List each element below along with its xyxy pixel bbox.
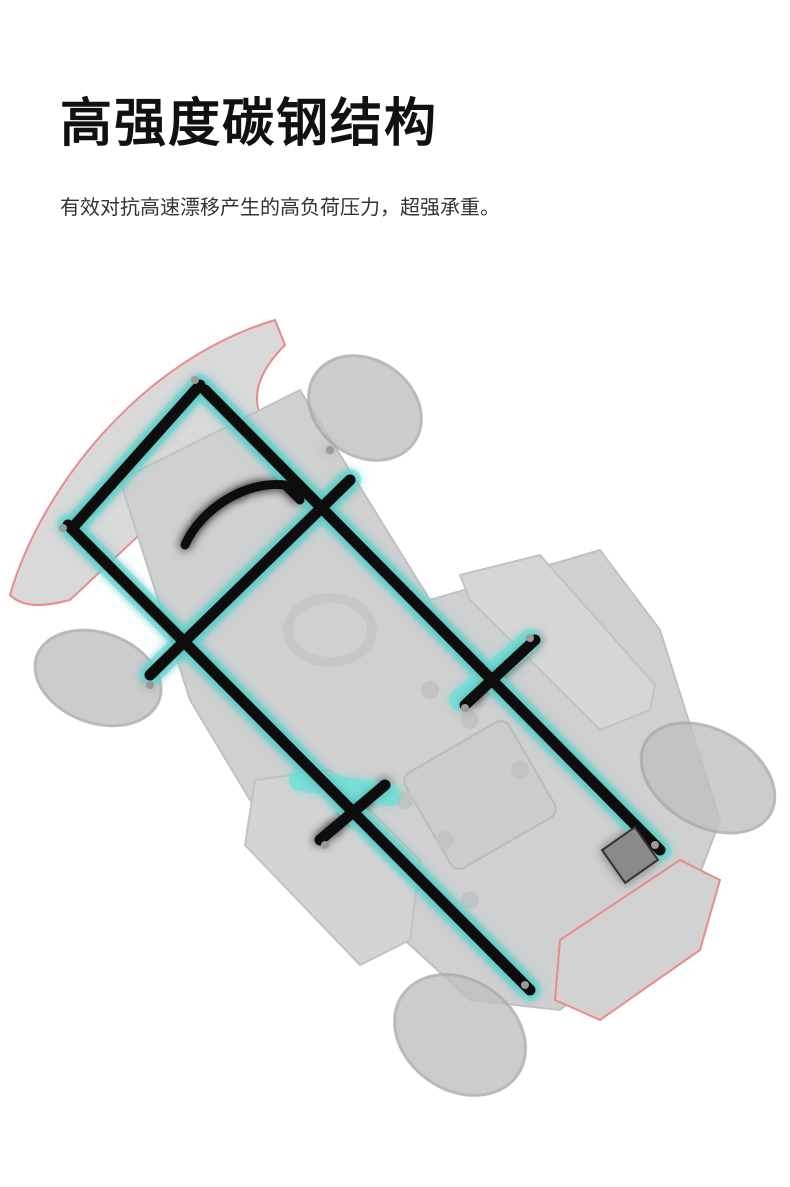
feature-title: 高强度碳钢结构: [60, 94, 439, 154]
mid-crossmember: [144, 474, 356, 681]
rear-left-fender: [243, 768, 422, 967]
rear-mount-plate: [600, 825, 660, 885]
wheels: [33, 354, 777, 1097]
feature-description: 有效对抗高速漂移产生的高负荷压力，超强承重。: [60, 195, 500, 219]
rear-bracket-left: [314, 779, 391, 846]
steering-wheel: [283, 593, 377, 667]
front-crossmember: [69, 379, 206, 531]
wheel-front-right: [307, 354, 423, 462]
wheel-front-left: [33, 628, 163, 728]
wheel-rear-left: [393, 973, 527, 1097]
rear-bumper: [553, 858, 722, 1022]
frame-rail-left: [62, 519, 536, 996]
right-fender: [458, 553, 657, 732]
steering-support: [180, 479, 305, 550]
chassis-illustration: [8, 318, 777, 1097]
rear-bracket-right: [459, 634, 541, 711]
steel-frame: [57, 374, 671, 1001]
wheel-rear-right: [639, 721, 777, 835]
frame-rail-right: [199, 384, 666, 856]
